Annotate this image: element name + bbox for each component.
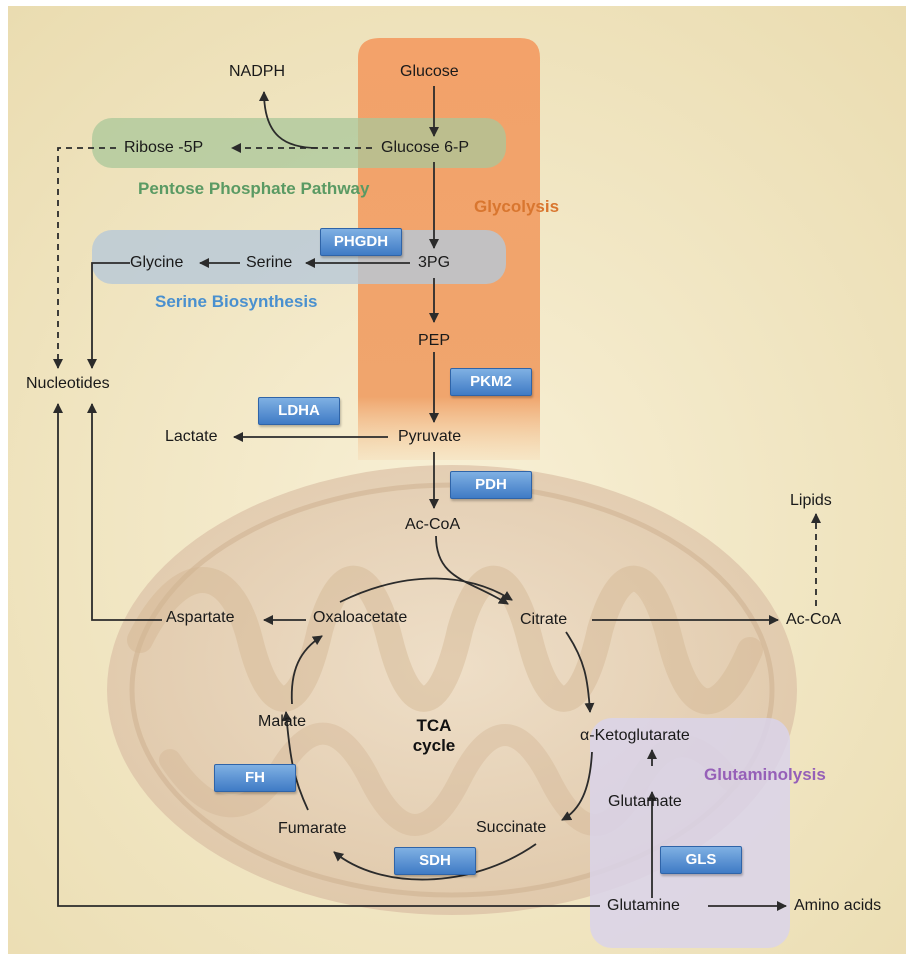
tca-label-line1: TCA — [416, 716, 452, 735]
metabolite-citrate: Citrate — [520, 611, 568, 628]
metabolite-pyruvate: Pyruvate — [398, 428, 462, 445]
serine-biosynthesis-region — [92, 230, 506, 284]
metabolite-oxaloacetate: Oxaloacetate — [313, 609, 408, 626]
metabolite-glucose-6p: Glucose 6-P — [381, 139, 470, 156]
metabolite-nadph: NADPH — [229, 63, 286, 80]
arrow-glycine-nucleotides — [87, 262, 130, 369]
tca-label-line2: cycle — [412, 736, 456, 755]
serine-biosynthesis-title: Serine Biosynthesis — [155, 292, 318, 311]
arrow-g6p-nadph — [259, 91, 319, 149]
metabolite-malate: Malate — [258, 713, 307, 730]
enzyme-phgdh: PHGDH — [320, 228, 402, 256]
metabolite-glucose: Glucose — [400, 63, 459, 80]
arrow-oaa-citrate — [339, 577, 513, 603]
arrow-succinate-fumarate — [333, 843, 537, 881]
metabolite-fumarate: Fumarate — [278, 820, 347, 837]
metabolite-ribose-5p: Ribose -5P — [124, 139, 204, 156]
pentose-phosphate-title: Pentose Phosphate Pathway — [138, 179, 370, 198]
metabolite-accoa-cyto: Ac-CoA — [786, 611, 842, 628]
metabolite-aspartate: Aspartate — [166, 609, 235, 626]
metabolite-accoa-mito: Ac-CoA — [405, 516, 461, 533]
reaction-arrows — [53, 86, 787, 911]
arrow-ribose-nucleotides — [53, 147, 116, 369]
metabolite-serine: Serine — [246, 254, 293, 271]
metabolite-3pg: 3PG — [418, 254, 451, 271]
arrow-aspartate-nucleotides — [87, 403, 162, 621]
metabolite-nucleotides: Nucleotides — [26, 375, 110, 392]
arrow-citrate-akg — [565, 631, 595, 713]
pentose-phosphate-region — [92, 118, 506, 168]
metabolite-lactate: Lactate — [165, 428, 218, 445]
enzyme-pdh: PDH — [450, 471, 532, 499]
enzyme-gls: GLS — [660, 846, 742, 874]
arrow-malate-oaa — [290, 635, 323, 705]
metabolite-amino-acids: Amino acids — [794, 897, 882, 914]
enzyme-fh: FH — [214, 764, 296, 792]
enzyme-pkm2: PKM2 — [450, 368, 532, 396]
metabolite-glutamate: Glutamate — [608, 793, 682, 810]
metabolite-glutamine: Glutamine — [607, 897, 680, 914]
metabolite-akg: α-Ketoglutarate — [580, 727, 690, 744]
dashed-arrows — [53, 143, 821, 606]
glycolysis-title: Glycolysis — [474, 197, 560, 216]
arrow-akg-succinate — [561, 751, 593, 821]
metabolite-succinate: Succinate — [476, 819, 547, 836]
arrow-glutamine-nucleotides — [53, 403, 600, 907]
enzyme-sdh: SDH — [394, 847, 476, 875]
metabolite-glycine: Glycine — [130, 254, 184, 271]
metabolite-pep: PEP — [418, 332, 451, 349]
glutaminolysis-title: Glutaminolysis — [704, 765, 826, 784]
enzyme-ldha: LDHA — [258, 397, 340, 425]
arrow-accoa-citrate — [435, 535, 509, 605]
glutaminolysis-region — [590, 718, 790, 948]
metabolite-lipids: Lipids — [790, 492, 832, 509]
